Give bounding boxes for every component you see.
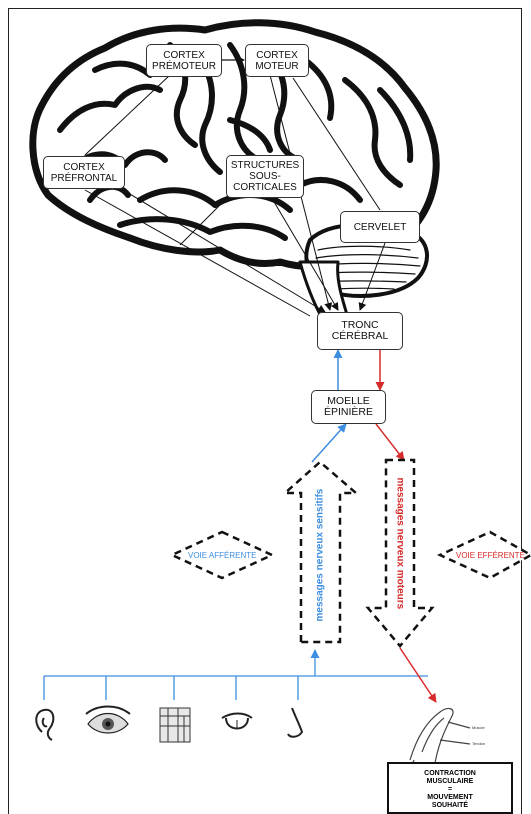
eye-icon: [85, 705, 131, 734]
movement-result-box: CONTRACTION MUSCULAIRE = MOUVEMENT SOUHA…: [387, 762, 513, 814]
afferent-diamond: [169, 530, 275, 580]
muscle-label: Muscle: [472, 725, 485, 730]
result-line-5: SOUHAITÉ: [431, 802, 469, 809]
spinal-to-motor-arrow: [375, 423, 405, 461]
result-line-2: MUSCULAIRE: [426, 778, 474, 785]
motor-big-arrow: [365, 458, 435, 648]
motor-cortex-box: CORTEX MOTEUR: [245, 44, 309, 77]
diagram-frame: [8, 8, 522, 814]
sensory-to-spinal-arrow: [311, 423, 347, 463]
prefrontal-cortex-box: CORTEX PRÉFRONTAL: [43, 156, 125, 189]
skin-icon: [159, 707, 191, 743]
motor-messages-label: messages nerveux moteurs: [394, 477, 406, 610]
spinal-cord-box: MOELLE ÉPINIÈRE: [311, 390, 386, 424]
efferent-diamond: [437, 530, 531, 580]
brainstem-box: TRONC CÉRÉBRAL: [317, 312, 403, 350]
sensory-big-arrow: [281, 460, 360, 644]
afferent-path-label: VOIE AFFÉRENTE: [188, 551, 257, 560]
ear-icon: [35, 708, 55, 741]
result-line-4: MOUVEMENT: [427, 794, 473, 801]
premotor-cortex-box: CORTEX PRÉMOTEUR: [146, 44, 222, 77]
cerebellum-box: CERVELET: [340, 211, 420, 243]
senses-bus: [43, 649, 428, 700]
result-line-3: =: [447, 786, 453, 793]
tongue-icon: [221, 712, 253, 730]
tendon-label: Tendon: [472, 741, 486, 746]
result-line-1: CONTRACTION: [424, 770, 476, 777]
sensory-messages-label: messages nerveux sensitifs: [314, 488, 326, 622]
subcortical-structures-box: STRUCTURES SOUS- CORTICALES: [226, 155, 304, 198]
efferent-path-label: VOIE EFFÉRENTE: [456, 551, 525, 560]
motor-to-muscle-arrow: [399, 647, 437, 703]
nose-icon: [287, 707, 304, 738]
